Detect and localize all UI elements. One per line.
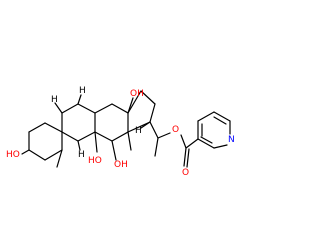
ester-oxygen-label: O: [172, 125, 179, 135]
stereo-bonds: [54, 94, 151, 151]
hydrogen-c17-label: H: [135, 126, 142, 136]
chemical-structure-diagram: HO HO OH OH O O N H H H H: [6, 86, 235, 178]
hydrogen-c8-label: H: [79, 86, 86, 96]
pyridine-nitrogen-label: N: [228, 135, 235, 145]
bond-skeleton: [21, 90, 231, 168]
hydroxyl-c3-label: HO: [6, 150, 20, 160]
carbonyl-oxygen-label: O: [182, 168, 189, 178]
hydrogen-c5-label: H: [51, 95, 58, 105]
hydroxyl-c12-label: OH: [114, 160, 128, 170]
hydrogen-c9-label: H: [78, 150, 85, 160]
hydroxyl-c11-label: HO: [88, 156, 102, 166]
atom-labels: HO HO OH OH O O N H H H H: [6, 86, 235, 178]
hydroxyl-c14-label: OH: [130, 89, 144, 99]
